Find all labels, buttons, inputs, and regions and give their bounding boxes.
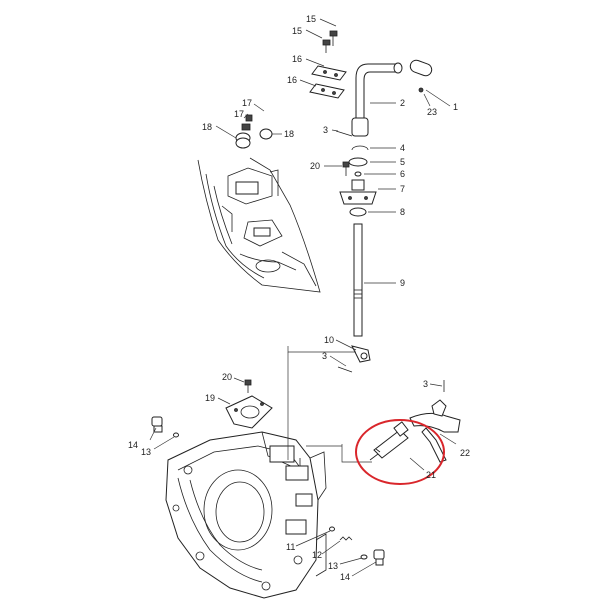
callout-20: 20 — [310, 161, 320, 171]
callout-numbers: 15 15 16 16 2 23 1 17 17 18 18 3 4 20 5 … — [128, 14, 470, 582]
shift-fork-part-22 — [409, 399, 461, 463]
bolt-part-15 — [322, 30, 338, 53]
callout-7: 7 — [400, 184, 405, 194]
callout-6: 6 — [400, 169, 405, 179]
callout-23: 23 — [427, 107, 437, 117]
lever-part-10 — [351, 345, 371, 363]
callout-5: 5 — [400, 157, 405, 167]
callout-3: 3 — [323, 125, 328, 135]
callout-2: 2 — [400, 98, 405, 108]
washer-part-13-left — [173, 432, 179, 438]
small-pin-23 — [418, 87, 424, 93]
bushing-part-18 — [235, 128, 273, 149]
o-ring-part-8 — [349, 207, 367, 217]
callout-18: 18 — [284, 129, 294, 139]
callout-16: 16 — [287, 75, 297, 85]
callout-15: 15 — [306, 14, 316, 24]
callout-17: 17 — [242, 98, 252, 108]
pin-part-3-middle — [337, 366, 353, 373]
callout-8: 8 — [400, 207, 405, 217]
cover-plate-part-19 — [225, 395, 273, 429]
bolt-part-20-lower — [244, 379, 252, 393]
callout-11: 11 — [286, 542, 295, 552]
plug-part-14-right — [373, 549, 385, 566]
shaft-part-21 — [369, 421, 409, 461]
callout-16: 16 — [292, 54, 302, 64]
plug-part-14-left — [151, 416, 163, 433]
callout-1: 1 — [453, 102, 458, 112]
assembly-guide-lines — [287, 346, 372, 463]
bolt-part-20-upper — [342, 161, 350, 176]
plate-part-16 — [309, 65, 347, 99]
callout-21: 21 — [426, 470, 436, 480]
ball-part-11 — [329, 526, 335, 532]
shift-lever-part-2 — [351, 62, 403, 137]
screw-part-17 — [241, 114, 253, 131]
upper-housing-section — [197, 157, 321, 293]
callout-10: 10 — [324, 335, 334, 345]
callout-12: 12 — [312, 550, 322, 560]
snap-ring-part-4 — [351, 145, 369, 151]
rod-part-9 — [353, 223, 363, 337]
callout-19: 19 — [205, 393, 215, 403]
callout-4: 4 — [400, 143, 405, 153]
callout-15: 15 — [292, 26, 302, 36]
leader-lines — [149, 18, 457, 577]
callout-17: 17 — [234, 109, 244, 119]
callout-20: 20 — [222, 372, 232, 382]
grip-part-23 — [409, 59, 433, 77]
callout-3: 3 — [322, 351, 327, 361]
ball-part-6 — [354, 171, 362, 177]
callout-22: 22 — [460, 448, 470, 458]
washer-part-13-right — [360, 554, 368, 560]
callout-14: 14 — [128, 440, 138, 450]
callout-14: 14 — [340, 572, 350, 582]
spring-part-12 — [339, 536, 353, 541]
o-ring-part-5 — [348, 157, 368, 167]
highlight-circle — [355, 419, 445, 485]
callout-9: 9 — [400, 278, 405, 288]
callout-3: 3 — [423, 379, 428, 389]
housing-part-7 — [339, 179, 377, 205]
transmission-case — [165, 431, 327, 599]
callout-18: 18 — [202, 122, 212, 132]
pin-part-3 — [335, 130, 353, 137]
callout-13: 13 — [141, 447, 151, 457]
callout-13: 13 — [328, 561, 338, 571]
